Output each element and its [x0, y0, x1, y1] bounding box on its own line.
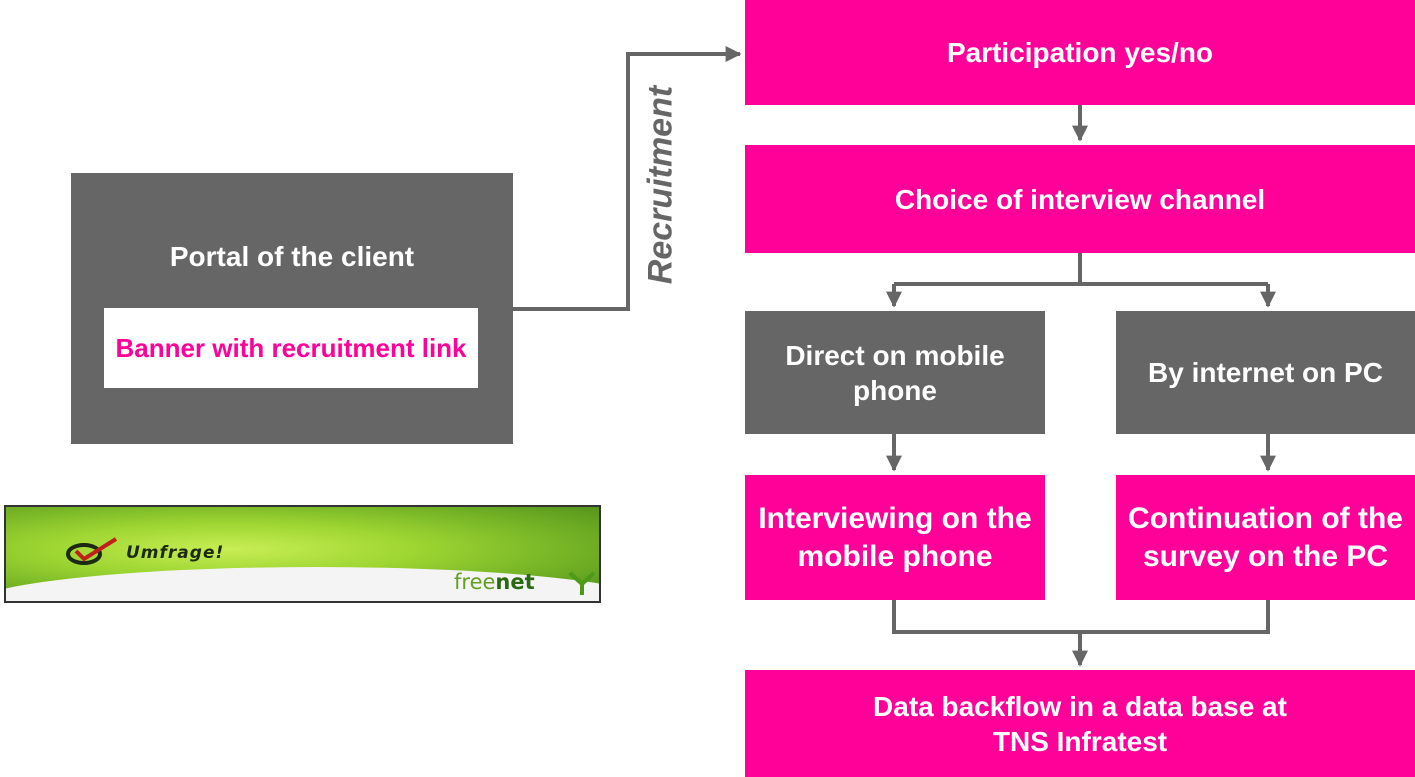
portal-box: Portal of the client Banner with recruit… [71, 173, 513, 444]
direct-mobile-box: Direct on mobile phone [745, 311, 1045, 434]
checkmark-icon [66, 537, 118, 565]
internet-pc-box: By internet on PC [1116, 311, 1415, 434]
freenet-y-icon [568, 571, 596, 595]
participation-box: Participation yes/no [745, 0, 1415, 105]
banner-link-box: Banner with recruitment link [104, 308, 478, 388]
backflow-box: Data backflow in a data base at TNS Infr… [745, 670, 1415, 777]
merge-connector [892, 600, 1270, 665]
umfrage-freenet-logo: Umfrage! freenet [4, 505, 601, 603]
interview-mobile-box: Interviewing on the mobile phone [745, 475, 1045, 600]
logo-freenet-text: freenet [454, 570, 535, 594]
portal-title: Portal of the client [169, 241, 415, 272]
branch-connector [894, 253, 1268, 286]
logo-umfrage-text: Umfrage! [126, 543, 225, 563]
continue-pc-box: Continuation of the survey on the PC [1116, 475, 1415, 600]
recruitment-connector [513, 46, 742, 311]
choice-box: Choice of interview channel [745, 145, 1415, 253]
recruitment-label: Recruitment [641, 85, 680, 285]
